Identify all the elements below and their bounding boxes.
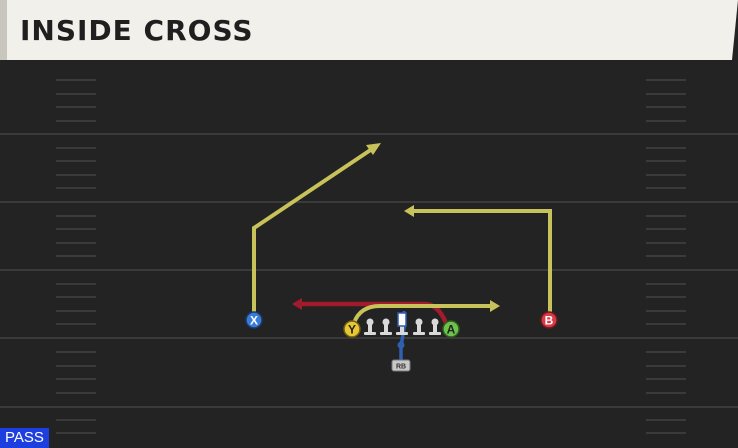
hash-mark — [56, 296, 96, 298]
hash-mark — [56, 283, 96, 285]
hash-mark — [646, 378, 686, 380]
hash-marks-right — [646, 79, 686, 434]
route-b-arrowhead — [404, 205, 414, 217]
hash-mark — [646, 93, 686, 95]
hash-mark — [646, 215, 686, 217]
route-x-arrowhead — [366, 143, 381, 155]
player-a-label: A — [447, 323, 456, 337]
rb-dot — [397, 341, 405, 349]
rb-marker — [391, 359, 411, 372]
hash-mark — [646, 419, 686, 421]
hash-mark — [56, 432, 96, 434]
yard-line — [0, 406, 738, 408]
hash-mark — [646, 310, 686, 312]
hash-mark — [646, 392, 686, 394]
hash-mark — [646, 79, 686, 81]
hash-mark — [646, 432, 686, 434]
lineman — [429, 318, 441, 335]
player-y-label: Y — [348, 323, 356, 337]
rb-label: RB — [396, 364, 406, 371]
header-accent-bar — [0, 0, 7, 60]
hash-mark — [56, 187, 96, 189]
hash-mark — [646, 351, 686, 353]
yard-line — [0, 337, 738, 339]
hash-mark — [646, 147, 686, 149]
hash-mark — [56, 310, 96, 312]
hash-mark — [56, 255, 96, 257]
hash-mark — [646, 106, 686, 108]
lineman — [413, 318, 425, 335]
hash-mark — [56, 392, 96, 394]
hash-marks-left — [56, 79, 96, 434]
route-y-arrowhead — [490, 300, 500, 312]
route-b — [414, 209, 552, 314]
hash-mark — [646, 255, 686, 257]
route-x — [252, 147, 374, 315]
player-rb[interactable]: RB — [391, 341, 411, 372]
hash-mark — [56, 323, 96, 325]
hash-mark — [56, 174, 96, 176]
player-a[interactable]: A — [442, 320, 460, 338]
hash-mark — [56, 365, 96, 367]
quarterback — [397, 312, 407, 327]
yard-line — [0, 201, 738, 203]
hash-mark — [56, 242, 96, 244]
yard-line — [0, 269, 738, 271]
hash-mark — [56, 228, 96, 230]
hash-mark — [56, 160, 96, 162]
play-header: INSIDE CROSS — [0, 0, 738, 60]
play-title: INSIDE CROSS — [20, 14, 254, 47]
hash-mark — [56, 378, 96, 380]
hash-mark — [646, 174, 686, 176]
player-x[interactable]: X — [245, 311, 263, 329]
hash-mark — [646, 242, 686, 244]
hash-mark — [646, 323, 686, 325]
route-a-arrowhead — [292, 298, 302, 310]
hash-mark — [646, 160, 686, 162]
hash-mark — [646, 228, 686, 230]
hash-mark — [646, 296, 686, 298]
player-y[interactable]: Y — [343, 320, 361, 338]
hash-mark — [646, 365, 686, 367]
hash-mark — [56, 79, 96, 81]
yard-line — [0, 133, 738, 135]
lineman — [380, 318, 392, 335]
hash-mark — [56, 351, 96, 353]
hash-mark — [646, 120, 686, 122]
play-type-badge: PASS — [0, 428, 49, 448]
hash-mark — [56, 93, 96, 95]
player-x-label: X — [250, 314, 258, 328]
player-b-label: B — [545, 314, 554, 328]
play-field: RB X Y A B — [0, 79, 738, 434]
player-b[interactable]: B — [540, 311, 558, 329]
hash-mark — [56, 120, 96, 122]
hash-mark — [56, 215, 96, 217]
hash-mark — [646, 187, 686, 189]
route-y — [352, 304, 490, 324]
routes — [252, 143, 552, 362]
hash-mark — [56, 106, 96, 108]
lineman — [364, 318, 376, 335]
hash-mark — [56, 147, 96, 149]
hash-mark — [56, 419, 96, 421]
hash-mark — [646, 283, 686, 285]
yard-lines — [0, 133, 738, 408]
